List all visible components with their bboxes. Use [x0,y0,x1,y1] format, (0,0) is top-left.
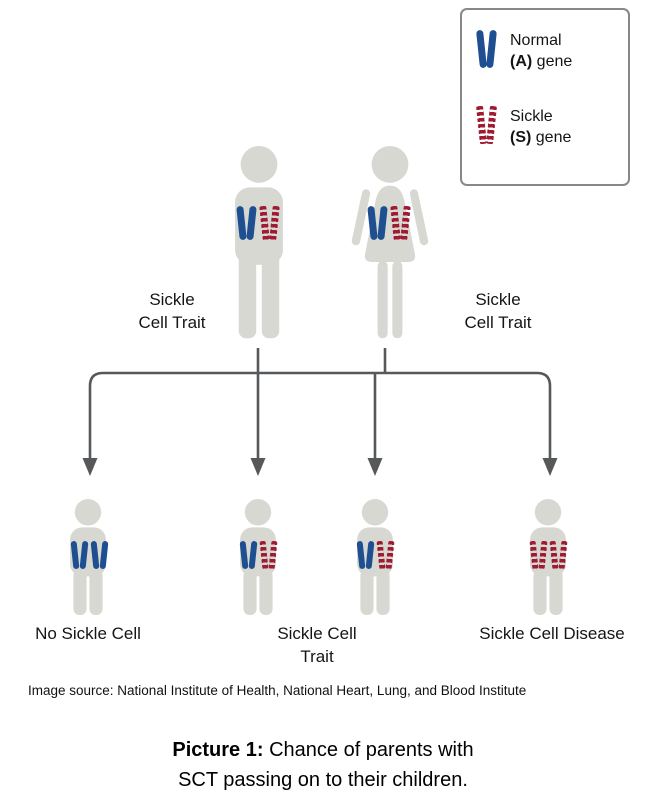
label-sickle-cell-trait: Sickle Cell Trait [237,622,397,668]
legend-sickle-gene-line: (S) gene [510,127,571,148]
child-4-genes [529,540,568,570]
mother-trait-line1: Sickle [475,290,521,309]
normal-gene-icon [239,540,258,570]
normal-gene-icon [367,205,388,241]
mother-trait-label: Sickle Cell Trait [433,288,563,334]
label-no-sickle-cell: No Sickle Cell [35,624,141,643]
legend-sickle-symbol: (S) [510,129,532,146]
mother-genes [367,205,411,241]
sickle-gene-icon [390,205,411,241]
label-sickle-cell-disease: Sickle Cell Disease [479,624,625,643]
father-silhouette [213,145,305,343]
legend-normal-gene-word: gene [532,53,573,70]
mother-trait-line2: Cell Trait [464,313,532,332]
child-1-silhouette [55,498,121,617]
sickle-gene-icon [376,540,395,570]
caption-picture-number: Picture 1: [172,739,264,761]
child-1-genes [70,540,109,570]
label-sickle-cell-trait-line2: Trait [300,647,334,666]
legend-sickle-label: Sickle [510,108,553,125]
mother-silhouette [344,145,436,343]
legend-item-normal-gene: Normal (A) gene [476,29,612,72]
normal-gene-icon [70,540,89,570]
normal-gene-icon [236,205,257,241]
father-trait-line1: Sickle [149,290,195,309]
normal-gene-icon [90,540,109,570]
figure-caption: Picture 1: Chance of parents with SCT pa… [0,735,646,795]
sickle-gene-icon [259,205,280,241]
normal-gene-icon [356,540,375,570]
caption-line2: SCT passing on to their children. [178,769,468,791]
father-trait-label: Sickle Cell Trait [107,288,237,334]
caption-line1: Picture 1: Chance of parents with [0,735,646,765]
inheritance-arrows-icon [82,348,558,476]
legend-item-sickle-gene: Sickle (S) gene [476,105,612,148]
father-trait-line2: Cell Trait [138,313,206,332]
legend-normal-gene-line: (A) gene [510,51,572,72]
legend-normal-label: Normal [510,32,562,49]
legend-sickle-gene-word: gene [531,129,572,146]
caption-line1-text: Chance of parents with [263,739,474,761]
sickle-gene-icon [549,540,568,570]
image-source-text: Image source: National Institute of Heal… [28,683,527,698]
sickle-gene-icon [529,540,548,570]
normal-gene-icon [476,29,497,69]
sickle-gene-icon [259,540,278,570]
child-2-genes [239,540,278,570]
father-genes [236,205,280,241]
legend-normal-symbol: (A) [510,53,533,70]
legend-box: Normal (A) gene Sickle (S) gene [460,8,630,186]
child-3-genes [356,540,395,570]
label-sickle-cell-trait-line1: Sickle Cell [277,624,357,643]
sickle-gene-icon [476,105,497,145]
